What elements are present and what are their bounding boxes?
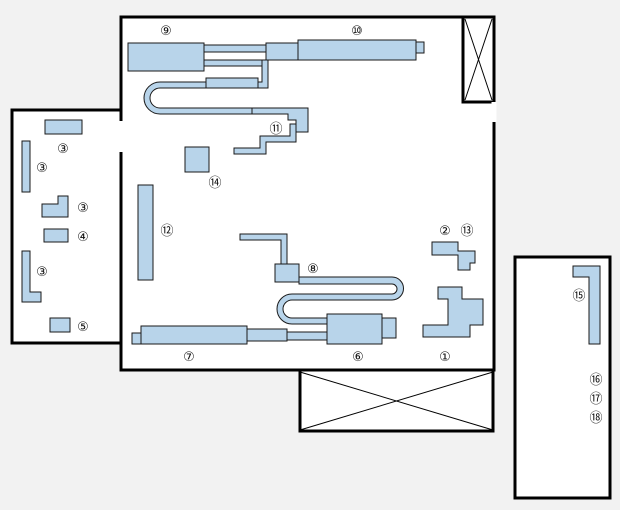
label-3c: ③ — [77, 201, 89, 216]
equipment-4 — [43, 228, 69, 243]
label-11: ⑪ — [269, 122, 282, 137]
equipment-3-top — [44, 119, 83, 135]
label-2: ② — [439, 224, 451, 239]
label-5: ⑤ — [77, 320, 89, 335]
label-17: ⑰ — [589, 392, 602, 407]
main-room — [119, 15, 496, 372]
walls — [10, 15, 612, 500]
label-16: ⑯ — [589, 373, 602, 388]
equipment-7 — [131, 325, 328, 345]
label-15: ⑮ — [572, 289, 585, 304]
cross-lines — [299, 18, 494, 431]
equipment-9 — [127, 42, 267, 72]
label-3b: ③ — [36, 161, 48, 176]
equipment-1 — [422, 286, 484, 338]
labels: ① ② ⑬ ③ ③ ③ ③ ④ ⑤ ⑥ ⑦ ⑧ ⑨ ⑩ ⑪ ⑫ ⑭ ⑮ ⑯ ⑰ … — [36, 24, 602, 426]
label-10: ⑩ — [351, 24, 363, 39]
equipment-5 — [49, 317, 71, 333]
equipment-3-bar-b — [21, 250, 42, 303]
equipment-11 — [233, 107, 309, 155]
equipment-block-top — [205, 77, 259, 89]
label-14: ⑭ — [208, 176, 221, 191]
equipment-2 — [431, 241, 476, 271]
openings — [118, 102, 497, 152]
label-18: ⑱ — [589, 411, 602, 426]
equipment-3-mid — [41, 195, 69, 218]
label-12: ⑫ — [160, 224, 173, 239]
equipment — [21, 39, 601, 345]
label-6: ⑥ — [352, 350, 364, 365]
label-3d: ③ — [36, 265, 48, 280]
equipment-12 — [137, 184, 154, 281]
equipment-14 — [184, 146, 210, 173]
label-9: ⑨ — [160, 24, 172, 39]
equipment-3-bar-a — [21, 140, 31, 193]
equipment-10 — [265, 39, 425, 61]
label-1: ① — [439, 350, 451, 365]
label-7: ⑦ — [183, 350, 195, 365]
equipment-15 — [572, 265, 601, 345]
label-4: ④ — [77, 230, 89, 245]
equipment-6 — [326, 313, 397, 345]
label-3a: ③ — [57, 142, 69, 157]
label-13: ⑬ — [460, 224, 473, 239]
label-8: ⑧ — [307, 262, 319, 277]
